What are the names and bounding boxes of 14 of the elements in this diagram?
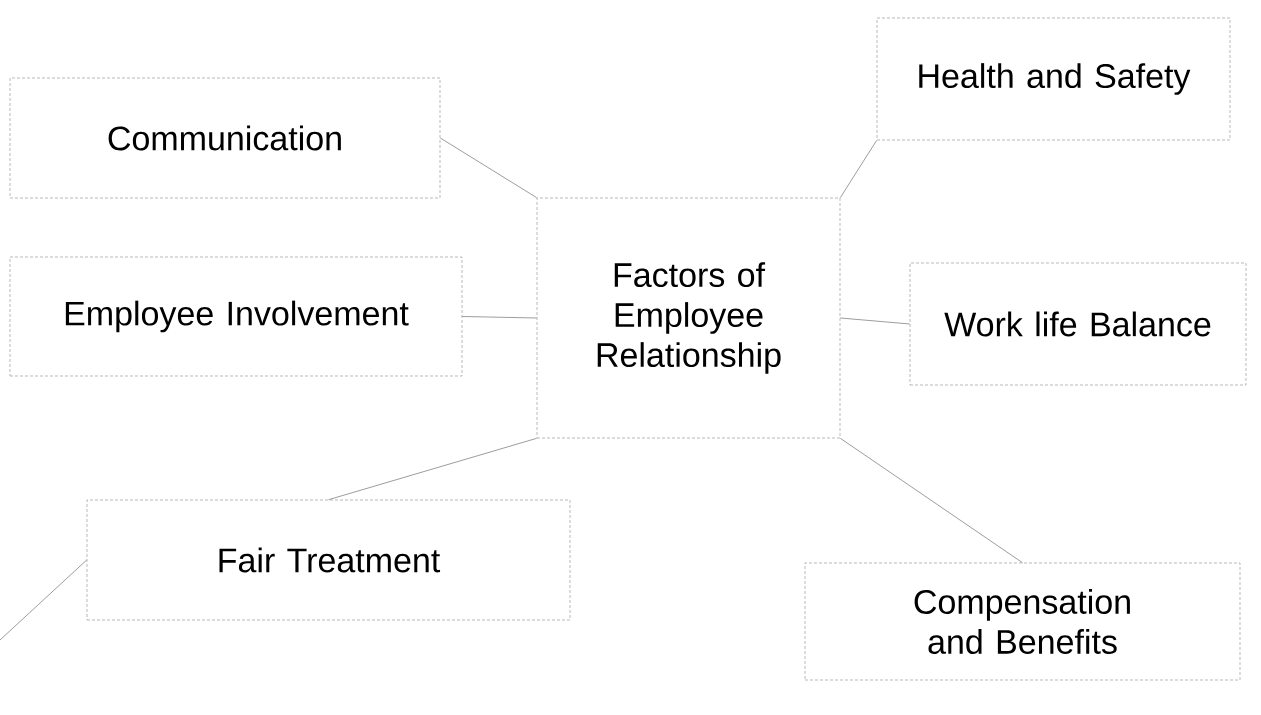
central-box: Factors of Employee Relationship xyxy=(536,197,841,439)
topic-box: Employee Involvement xyxy=(9,256,463,377)
connector-line xyxy=(0,559,88,641)
connector-line xyxy=(328,437,538,501)
connector-line xyxy=(839,317,911,325)
topic-box: Health and Safety xyxy=(876,17,1231,141)
connector-line xyxy=(839,437,1023,564)
connector-line xyxy=(439,137,538,199)
connector-line xyxy=(461,316,538,319)
topic-box: Compensation and Benefits xyxy=(804,562,1241,681)
connector-line xyxy=(839,139,878,199)
topic-box: Communication xyxy=(9,77,441,199)
topic-box: Fair Treatment xyxy=(86,499,571,621)
topic-box: Work life Balance xyxy=(909,262,1247,386)
